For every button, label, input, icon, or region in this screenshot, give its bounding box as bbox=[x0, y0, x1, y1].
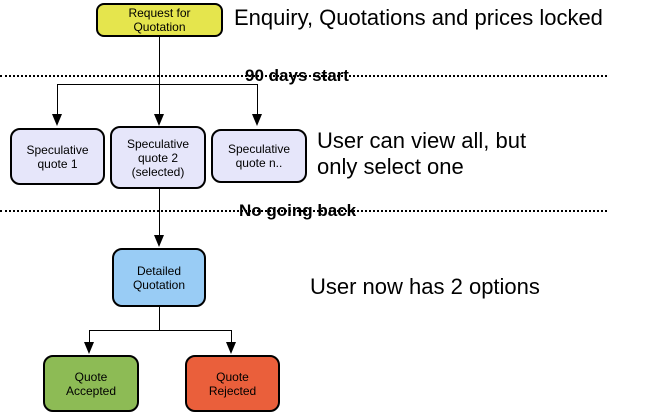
node-quote-accepted: Quote Accepted bbox=[43, 355, 139, 412]
node-detailed-quotation: Detailed Quotation bbox=[112, 248, 206, 307]
connector-request-stem bbox=[159, 37, 160, 85]
node-speculative-quote-2: Speculative quote 2 (selected) bbox=[110, 126, 206, 189]
arrowhead-rejected bbox=[226, 342, 236, 354]
connector-to-rejected bbox=[231, 330, 232, 343]
annotation-two-options: User now has 2 options bbox=[310, 274, 540, 299]
arrowhead-spec1 bbox=[52, 114, 62, 126]
arrowhead-spec3 bbox=[252, 114, 262, 126]
node-request-for-quotation: Request for Quotation bbox=[96, 3, 223, 37]
arrowhead-spec2 bbox=[154, 114, 164, 126]
phase-label-90-days: 90 days start bbox=[245, 66, 349, 85]
node-speculative-quote-1: Speculative quote 1 bbox=[10, 128, 105, 185]
connector-to-spec3 bbox=[257, 84, 258, 116]
phase-label-no-going-back: No going back bbox=[239, 201, 357, 220]
arrowhead-accepted bbox=[84, 342, 94, 354]
annotation-view-select: User can view all, but only select one bbox=[317, 128, 527, 179]
node-speculative-quote-n: Speculative quote n.. bbox=[211, 129, 307, 183]
connector-branch-bottom bbox=[89, 330, 232, 331]
connector-spec2-to-detailed bbox=[159, 189, 160, 236]
arrowhead-detailed bbox=[154, 235, 164, 247]
connector-detailed-stem bbox=[159, 307, 160, 331]
phase-divider-line-1 bbox=[0, 75, 607, 77]
connector-to-accepted bbox=[89, 330, 90, 343]
connector-to-spec2 bbox=[159, 84, 160, 116]
phase-divider-line-2 bbox=[0, 210, 607, 212]
annotation-enquiry: Enquiry, Quotations and prices locked bbox=[234, 5, 603, 30]
node-quote-rejected: Quote Rejected bbox=[185, 355, 280, 412]
connector-to-spec1 bbox=[57, 84, 58, 116]
connector-branch-top bbox=[57, 84, 258, 85]
